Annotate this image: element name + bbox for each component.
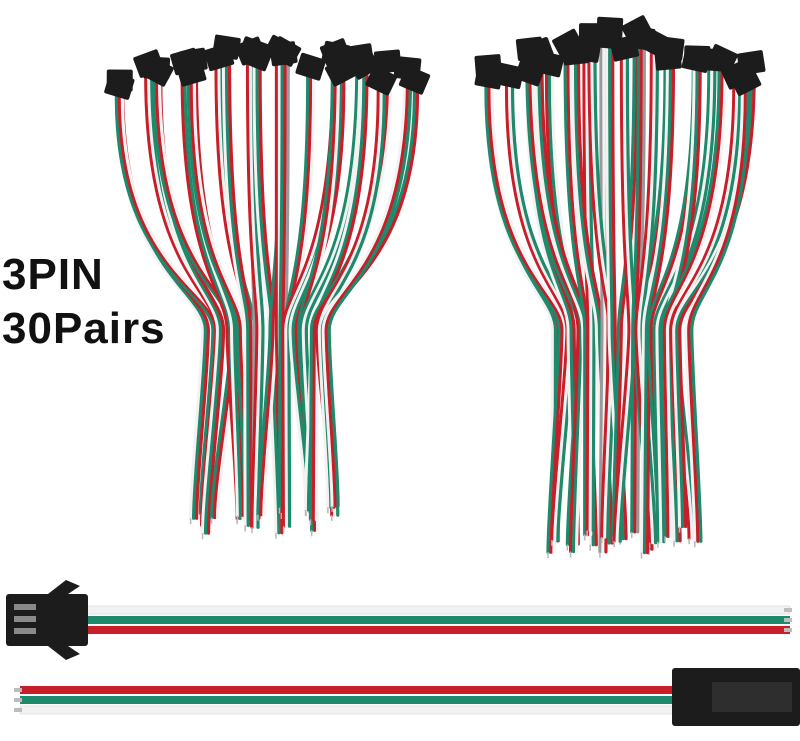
wire-tip: [784, 608, 792, 612]
connector-housing: [269, 36, 302, 67]
wire: [612, 57, 631, 543]
connector-housing: [523, 37, 555, 66]
wire-tip: [14, 708, 22, 712]
connector-pin: [14, 628, 36, 634]
cable-wire: [19, 705, 681, 715]
connector-housing: [683, 45, 711, 68]
wire: [224, 56, 250, 528]
wire: [547, 73, 583, 554]
cable-wire: [20, 696, 680, 704]
pairs-count-label: 30Pairs: [2, 304, 166, 353]
wire-tip: [14, 688, 22, 692]
wire-tip: [784, 628, 792, 632]
wire-tip: [784, 618, 792, 622]
connector-housing: [295, 52, 326, 81]
wire: [281, 63, 335, 528]
wire: [563, 53, 587, 537]
connector-housing: [241, 42, 273, 72]
wire: [484, 85, 561, 554]
single-male-connector-cable: [14, 668, 800, 726]
wire: [665, 68, 727, 538]
wire: [324, 77, 410, 508]
connector-latch: [48, 580, 80, 598]
wire: [327, 77, 413, 508]
wire-tip: [14, 698, 22, 702]
connector-housing: [736, 50, 766, 76]
wire: [611, 39, 636, 539]
cable-wire: [85, 616, 790, 624]
connector-housing: [104, 72, 135, 100]
male-connector-bundle: [474, 15, 766, 559]
connector-housing: [561, 41, 590, 66]
wire: [642, 57, 673, 555]
wire: [227, 56, 253, 528]
cable-wire: [85, 626, 790, 634]
wire: [655, 69, 714, 544]
wire: [114, 95, 215, 516]
connector-housing: [212, 34, 241, 60]
wire: [687, 90, 748, 543]
wire: [585, 59, 593, 533]
connector-housing: [596, 16, 624, 40]
cable-wire: [84, 605, 791, 615]
connector-pin: [14, 616, 36, 622]
wire: [690, 90, 751, 543]
connector-housing: [656, 36, 685, 61]
connector-housing: [143, 56, 171, 80]
pin-count-label: 3PIN: [2, 250, 104, 299]
connector-housing: [319, 38, 351, 68]
wire: [652, 69, 711, 544]
wire: [659, 68, 721, 538]
connector-latch: [48, 642, 80, 660]
cable-wire: [20, 686, 680, 694]
connector-housing: [365, 65, 398, 96]
connector-housing: [176, 59, 207, 87]
connector-pin: [14, 604, 36, 610]
wire: [588, 59, 596, 533]
wire: [153, 80, 220, 535]
wire: [598, 46, 604, 554]
wire: [248, 60, 262, 529]
wire: [684, 90, 745, 543]
connector-housing: [393, 56, 422, 81]
wire: [221, 56, 247, 528]
wire: [277, 60, 284, 510]
female-connector-bundle: [104, 34, 431, 540]
single-female-connector-cable: [6, 580, 792, 660]
connector-face: [712, 682, 792, 712]
wire: [321, 77, 407, 508]
wire: [245, 60, 259, 529]
connector-housing: [494, 62, 525, 89]
connector-housing: [729, 65, 762, 96]
wire: [639, 57, 670, 555]
wire: [662, 68, 724, 538]
